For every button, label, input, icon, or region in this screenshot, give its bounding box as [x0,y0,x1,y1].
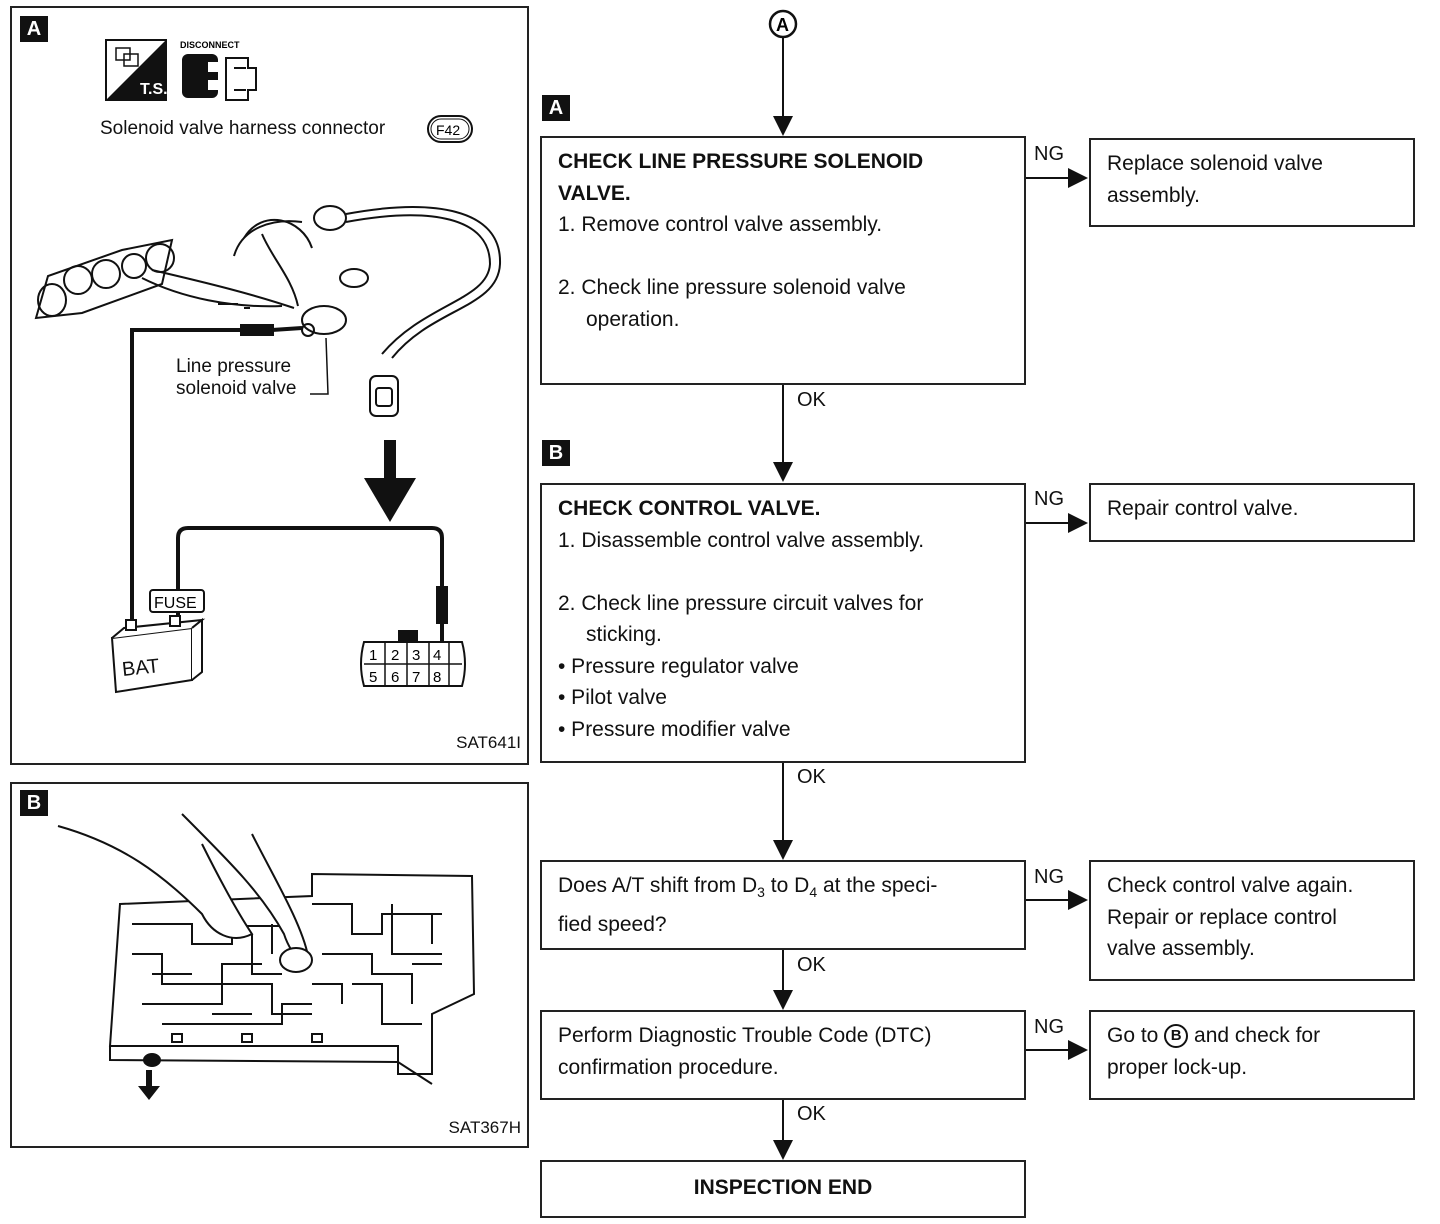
figure-b-tag: B [20,790,48,816]
goto-b-circle-icon: B [1164,1024,1189,1048]
inspection-end-label: INSPECTION END [693,1176,873,1199]
svg-text:3: 3 [412,647,420,664]
step-a-line1: 1. Remove control valve assembly. [558,213,883,236]
disconnect-icon: DISCONNECT [180,40,257,101]
fuse-icon: FUSE [149,589,205,613]
step-b-line2 [558,556,1008,588]
step-b-line3: 2. Check line pressure circuit valves fo… [558,591,924,615]
step-3-box: Does A/T shift from D3 to D4 at the spec… [540,860,1026,950]
step-4-ng-action-box: Go to B and check for proper lock-up. [1089,1010,1415,1100]
fuse-label: FUSE [154,595,197,612]
step-a-title-line2: VALVE. [558,181,631,205]
step-3-question-line1: Does A/T shift from D3 to D4 at the spec… [558,874,938,901]
step-a-ng-action-line2: assembly. [1107,183,1200,207]
step-3-ng-action-line3: valve assembly. [1107,937,1255,960]
ts-icon: T.S. [105,39,168,101]
step-a-ok-label: OK [797,389,826,411]
step-b-line6: • Pilot valve [558,686,667,709]
hand-drawing [57,813,313,973]
step-a-tag: A [542,95,570,121]
step-a-box: CHECK LINE PRESSURE SOLENOID VALVE. 1. R… [540,136,1026,385]
step-a-line4: operation. [586,307,680,331]
step-a-line2 [558,241,1008,273]
disconnect-label: DISCONNECT [180,40,240,50]
svg-text:5: 5 [369,669,377,686]
figure-a-tag: A [20,16,48,42]
step-b-tag: B [542,440,570,466]
svg-text:1: 1 [369,647,377,664]
leader-line [310,337,329,395]
step-b-ng-action-box: Repair control valve. [1089,483,1415,542]
component-label-line1: Line pressure [176,356,292,377]
step-b-ok-label: OK [797,766,826,788]
step-4-ng-action-line1: Go to B and check for [1107,1024,1321,1048]
component-label-line2: solenoid valve [176,378,297,399]
step-b-line1: 1. Disassemble control valve assembly. [558,528,925,552]
connector-id: F42 [436,122,460,138]
wiring [130,324,448,644]
step-b-title: CHECK CONTROL VALVE. [558,497,821,520]
inspection-end-box: INSPECTION END [540,1160,1026,1218]
step-b-line7: • Pressure modifier valve [558,717,791,741]
figure-b-code: SAT367H [448,1118,521,1137]
step-3-ng-label: NG [1034,866,1064,888]
entry-circle-label: A [776,15,789,35]
ts-label: T.S. [140,81,168,98]
control-valve-plate-drawing [108,872,476,1085]
step-3-ng-action-box: Check control valve again. Repair or rep… [1089,860,1415,981]
svg-text:6: 6 [391,669,399,686]
step-b-line4: sticking. [586,623,662,646]
svg-text:8: 8 [433,669,441,686]
drain-arrow-icon [138,1070,160,1100]
step-b-box: CHECK CONTROL VALVE. 1. Disassemble cont… [540,483,1026,763]
svg-text:7: 7 [412,669,420,686]
battery-label: BAT [121,655,161,681]
connector-id-badge: F42 [427,115,473,143]
connector-pin-block: 1 2 3 4 5 6 7 8 [360,630,466,687]
battery-icon: BAT [110,615,206,694]
step-3-question-line2: fied speed? [558,912,667,936]
entry-connector-circle: A [768,9,798,39]
figure-a-code: SAT641I [456,733,521,752]
step-b-ng-label: NG [1034,488,1064,510]
figure-a-panel: A T.S. DISCONNECT [10,6,529,765]
step-4-ng-action-line2: proper lock-up. [1107,1055,1248,1079]
step-3-ok-label: OK [797,954,826,976]
step-a-title-line1: CHECK LINE PRESSURE SOLENOID [558,150,924,173]
step-a-line3: 2. Check line pressure solenoid valve [558,276,906,299]
step-4-line2: confirmation procedure. [558,1055,779,1079]
step-3-ng-action-line1: Check control valve again. [1107,874,1354,897]
step-4-line1: Perform Diagnostic Trouble Code (DTC) [558,1024,932,1047]
figure-b-illustration [57,813,476,1100]
step-4-ok-label: OK [797,1103,826,1125]
figure-b-panel: B SAT367H [10,782,529,1148]
step-4-box: Perform Diagnostic Trouble Code (DTC) co… [540,1010,1026,1100]
step-4-ng-label: NG [1034,1016,1064,1038]
step-b-ng-action-line1: Repair control valve. [1107,497,1299,520]
down-arrow-icon [364,440,416,522]
connector-caption: Solenoid valve harness connector [100,118,386,139]
svg-text:2: 2 [391,647,399,664]
step-a-ng-action-line1: Replace solenoid valve [1107,152,1323,175]
svg-text:4: 4 [433,647,441,664]
step-a-ng-label: NG [1034,143,1064,165]
step-a-ng-action-box: Replace solenoid valve assembly. [1089,138,1415,227]
step-b-line5: • Pressure regulator valve [558,654,799,678]
step-3-ng-action-line2: Repair or replace control [1107,905,1337,929]
figure-a-illustration: T.S. DISCONNECT [34,39,502,694]
